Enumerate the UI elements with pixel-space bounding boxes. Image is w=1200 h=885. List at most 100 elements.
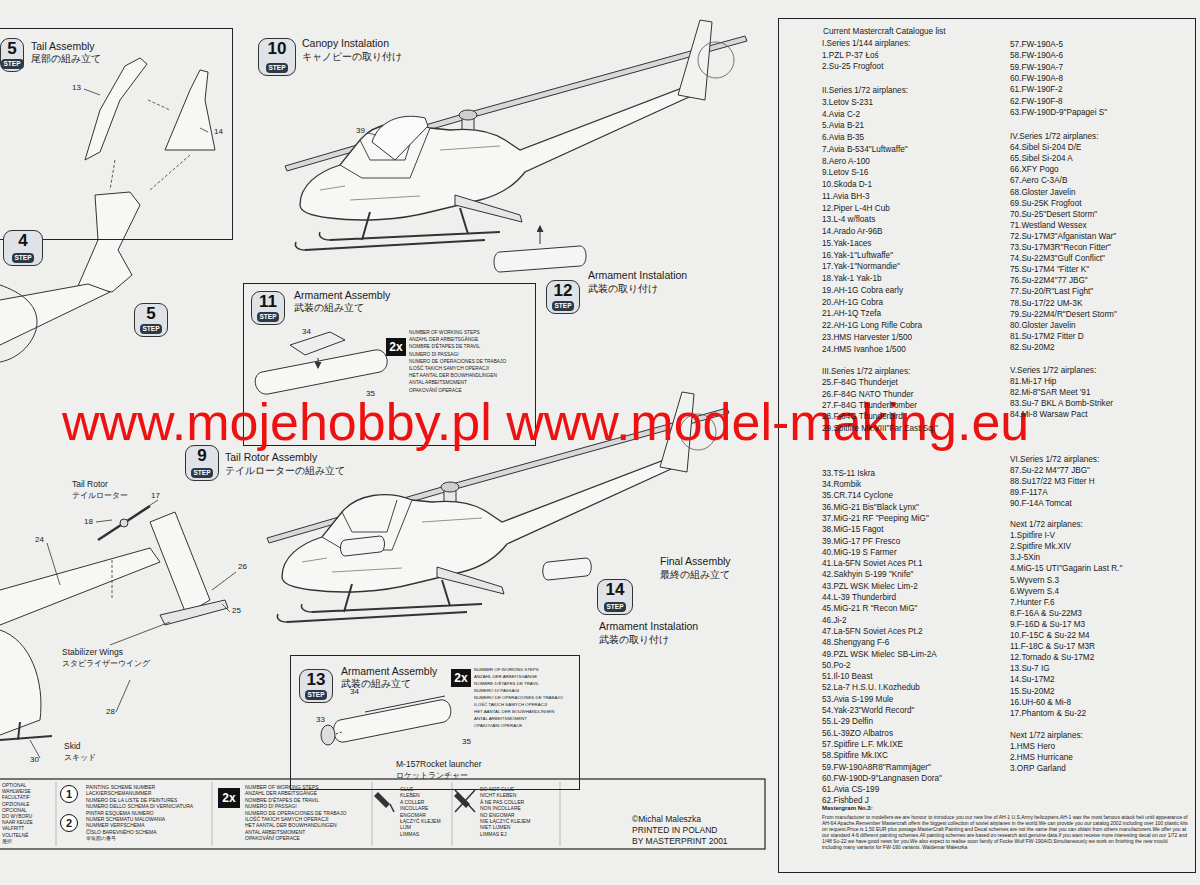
catalogue-entry: 15.Su-20M2 (1010, 687, 1055, 696)
legend-text: NUMBER OF WORKING STEPS (245, 785, 319, 791)
catalogue-entry: 49.PZL WSK Mielec SB-Lim-2A (822, 650, 937, 659)
repeat-box: 2x (451, 669, 471, 687)
catalogue-entry: 89.F-117A (1010, 488, 1048, 497)
catalogue-entry: 21.AH-1Q Tzefa (822, 309, 881, 318)
catalogue-entry: 53.Avia S-199 Mule (822, 695, 893, 704)
catalogue-entry: 12.Piper L-4H Cub (822, 204, 890, 213)
catalogue-entry: 44.L-39 Thunderbird (822, 593, 896, 602)
multilingual-note: ANTAL ARBEITSMOMENT (409, 380, 467, 385)
catalogue-entry: 88.Su17/22 M3 Fitter H (1010, 477, 1095, 486)
step-label: STEP (266, 63, 289, 73)
line-art (365, 696, 445, 712)
callout-number: 34 (350, 688, 359, 697)
catalogue-entry: 74.Su-22M3"Gulf Conflict" (1010, 254, 1105, 263)
catalogue-entry: 14.Arado Ar-96B (822, 227, 883, 236)
part-name: スキッド (64, 754, 96, 762)
catalogue-entry: 13.L-4 w/floats (822, 215, 875, 224)
catalogue-entry: 16.Yak-1"Luftwaffe" (822, 251, 893, 260)
step-number: 11 (259, 293, 277, 311)
step-badge: 5STEP (0, 38, 24, 72)
catalogue-entry: 35.CR.714 Cyclone (822, 491, 893, 500)
catalogue-entry: 8.F-16A & Su-22M3 (1010, 609, 1082, 618)
legend-text: NUMMER VERFSCHEMA (86, 823, 145, 829)
catalogue-entry: 66.XFY Pogo (1010, 165, 1059, 174)
multilingual-note: HET AANTAL DER BOUWHANDLINGEN (409, 373, 497, 378)
step-label: STEP (191, 468, 214, 478)
catalogue-entry: 57.Spitfire L.F. Mk.IXE (822, 740, 903, 749)
panel-heading: 武装の組み立て (294, 303, 364, 314)
legend-text: INCOLLARE (400, 806, 428, 812)
catalogue-entry: 63.FW-190D-9"Papagei S" (1010, 108, 1107, 117)
legend-text: NICHT KLEBEN (480, 793, 516, 799)
legend-text: DO WYBORU (2, 814, 32, 819)
step-heading: キャノピーの取り付け (302, 52, 402, 62)
catalogue-entry: 7.Hunter F.6 (1010, 598, 1055, 607)
catalogue-entry: 19.AH-1G Cobra early (822, 286, 903, 295)
callout-number: 34 (302, 328, 311, 337)
step-number: 4 (18, 232, 27, 250)
line-art (98, 506, 150, 540)
catalogue-entry: 61.Avia CS-199 (822, 785, 879, 794)
line-art (85, 58, 147, 160)
catalogue-entry: 17.Yak-1"Normandie" (822, 262, 900, 271)
catalogue-entry: 50.Po-2 (822, 661, 851, 670)
catalogue-entry: 2.Su-25 Frogfoot (822, 62, 883, 71)
multilingual-note: OPAKOVÁNÍ OPERACE (409, 388, 462, 393)
line-art (56, 782, 560, 846)
line-art (543, 558, 592, 580)
legend-text: ŁĄCZYĆ KLEJEM (400, 819, 441, 825)
line-art (368, 133, 376, 135)
legend-text: NON INCOLLARE (480, 806, 521, 812)
catalogue-entry: 59.FW-190A-7 (1010, 63, 1063, 72)
catalogue-entry: 62.Fishbed J (822, 796, 869, 805)
legend-text: LACKIERSCHEMANUMMER (86, 791, 151, 797)
catalogue-entry: 45.MiG-21 R "Recon MiG" (822, 604, 917, 613)
catalogue-entry: 3.J-5Xin (1010, 553, 1040, 562)
catalogue-entry: 61.FW-190F-2 (1010, 85, 1063, 94)
step-badge: 5STEP (134, 303, 168, 337)
legend-text: NUMERO DE LA LISTE DE PEINTURES (86, 798, 177, 804)
part-name: M-157Rocket launcher (396, 760, 482, 769)
catalogue-entry: 51.Il-10 Beast (822, 672, 873, 681)
step-badge: 13STEP (299, 669, 333, 703)
step-number: 5 (7, 40, 16, 58)
node-text: 2x (454, 672, 467, 685)
legend-text: KLEBEN (400, 793, 420, 799)
step-number: 12 (554, 282, 573, 300)
legend-text: VOLITELNÉ (2, 833, 28, 838)
step-number: 5 (146, 305, 155, 323)
step-heading: Canopy Instalation (302, 38, 389, 50)
canopy-part (368, 116, 428, 160)
multilingual-note: OPAKOVÁNÍ OPERACE (474, 724, 522, 729)
catalogue-entry: 40.MiG-19 S Farmer (822, 548, 897, 557)
legend-text: OPTIONAL (2, 783, 26, 788)
catalogue-entry: 9.Letov S-16 (822, 168, 868, 177)
multilingual-note: NUMERO DE OPERACIONES DE TRABAJO (409, 359, 506, 364)
callout-number: 25 (232, 607, 241, 616)
part-name: Tail Rotor (72, 480, 108, 489)
part-name: テイルローター (72, 492, 128, 500)
catalogue-entry: 3.ORP Garland (1010, 764, 1066, 773)
catalogue-entry: 83.Su-7 BKL A Bomb-Striker (1010, 399, 1113, 408)
line-art (160, 600, 228, 625)
catalogue-entry: 29.Spitfire Mk.VIII"Far East Sq." (822, 424, 938, 433)
helicopter-drawing (285, 20, 747, 250)
callout-number: 14 (214, 128, 223, 137)
line-art (494, 246, 586, 272)
catalogue-entry: 42.Sakhyin S-199 "Knife" (822, 570, 913, 579)
part-name: Stabilizer Wings (62, 648, 123, 657)
legend-text: ANZAHL DER ARBEITSGÄNGE (245, 791, 317, 797)
catalogue-entry: 55.L-29 Delfin (822, 717, 873, 726)
step-label: STEP (305, 690, 328, 700)
catalogue-entry: 84.Mi-8 Warsaw Pact (1010, 410, 1088, 419)
legend-text: NIE ŁĄCZYĆ KLEJEM (480, 819, 530, 825)
repeat-box: 2x (386, 338, 406, 356)
panel-heading: 尾部の組み立て (31, 54, 101, 65)
multilingual-note: NOMBRE D'ÉTAPES DE TRAVIL (409, 344, 480, 349)
multilingual-note: ANZAHL DER ARBEITSGÄNGE (474, 675, 537, 680)
catalogue-entry: 25.F-84G Thunderjet (822, 378, 898, 387)
part-name: スタビライザーウイング (62, 660, 150, 668)
catalogue-entry: 13.Su-7 IG (1010, 664, 1050, 673)
catalogue-entry: 4.Avia C-2 (822, 110, 860, 119)
